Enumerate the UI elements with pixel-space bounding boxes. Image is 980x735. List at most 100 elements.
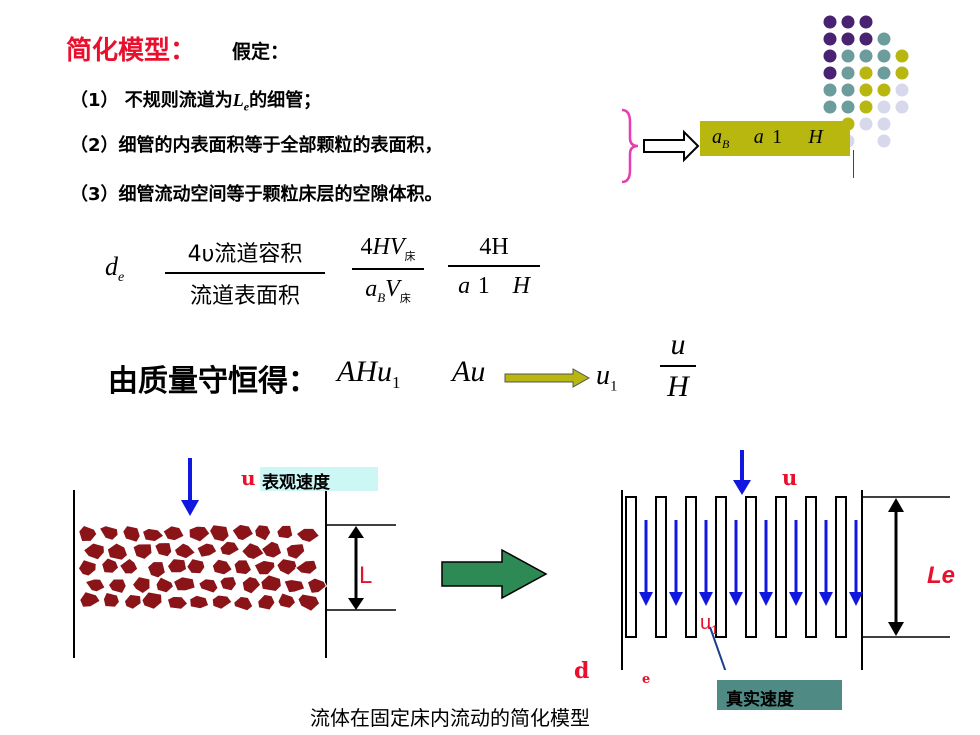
fraction-3: 4H a 1 H [448,232,540,300]
brace-arrow [621,108,700,184]
particle [155,576,175,594]
flow-arrowhead [759,592,773,606]
real-velocity-u1-label: u1 [700,612,718,637]
real-velocity-tag-bg [717,680,842,710]
particle [285,543,306,560]
decor-dot [877,134,891,148]
decor-dot [841,15,855,29]
decor-dot [841,83,855,97]
particle [219,540,241,557]
particle [154,541,173,558]
particle [211,558,233,576]
particle [118,557,139,575]
decor-dot [823,49,837,63]
particle [231,523,255,542]
particle [241,542,265,561]
capillary-wall [625,496,637,638]
fraction-u-numerator: u [670,328,686,361]
particle [106,542,129,561]
particle [253,559,276,576]
decor-dot [859,66,873,80]
decor-dot [841,100,855,114]
assume-label: 假定： [232,41,290,63]
highlight-aB-sub: B [722,137,730,151]
fraction-2-denominator: aBV床 [365,275,411,305]
real-velocity-label: 真实速度 [726,690,794,710]
bed-height-arrowhead-up [348,526,364,538]
decor-dot [877,117,891,131]
particle [219,575,238,592]
particle [122,525,141,543]
particle [241,575,262,595]
decor-dot [823,66,837,80]
diameter-e-label: e [642,672,651,687]
assumption-3: （3）细管流动空间等于颗粒床层的空隙体积。 [70,184,443,205]
highlight-aB: a [712,126,722,148]
curly-brace [621,108,639,184]
assumption-1-prefix: （1） 不规则流道为 [70,90,233,111]
assumption-1-var: L [232,90,244,110]
superficial-velocity-tag-bg [260,467,378,491]
length-arrowhead-up [888,498,904,512]
capillary-wall [805,496,817,638]
fraction-1-numerator: 4υ流道容积 [187,242,303,267]
highlight-divider [853,150,854,178]
particle [189,594,210,610]
real-velocity-pointer [709,626,727,670]
right-arrow-icon [643,129,700,163]
diameter-d-label: d [574,658,590,684]
particle [107,578,127,595]
decor-dot [895,66,909,80]
particle [283,578,306,594]
particle [198,578,219,594]
bed-height-arrowhead-down [348,598,364,610]
particle [172,576,196,592]
capillary-wall [715,496,727,638]
packed-bed-diagram [73,458,396,658]
particle [131,576,151,595]
capillary-wall [775,496,787,638]
particle [77,559,97,577]
particle [297,593,321,612]
decor-dot [877,100,891,114]
flow-arrowhead [639,592,653,606]
decor-dot [877,49,891,63]
formula-de-lhs: d [105,252,118,281]
flow-arrowhead [819,592,833,606]
dot-grid-decoration [823,15,909,148]
particle [82,542,105,561]
capillary-wall [655,496,667,638]
particle [294,559,318,575]
particle [276,524,294,540]
fraction-3-bar [448,265,540,267]
assumption-1-sub: e [243,99,250,114]
decor-dot [859,117,873,131]
decor-dot [877,83,891,97]
transform-arrow-icon [441,548,548,600]
fraction-1-bar [165,272,325,274]
decor-dot [841,32,855,46]
particle [188,525,211,543]
fraction-2: 4HV床 aBV床 [352,232,424,306]
assumption-1: （1） 不规则流道为Le的细管； [70,86,321,115]
decor-dot [841,66,855,80]
decor-dot [895,100,909,114]
flow-arrowhead [789,592,803,606]
inlet-u-label: u [782,465,798,490]
mass-conservation-u1: u1 [596,360,618,395]
particle [141,527,165,543]
figure-caption: 流体在固定床内流动的简化模型 [310,706,590,730]
decor-dot [859,49,873,63]
length-arrowhead-down [888,622,904,636]
particle [132,543,153,561]
decor-dot [859,100,873,114]
particle [166,595,189,610]
particle [233,595,254,612]
formula-de: de [105,252,124,286]
olive-arrow-icon [504,368,591,388]
highlight-a: a [753,126,764,148]
particle [79,591,101,608]
fraction-u-denominator: H [667,370,689,403]
particle [260,574,282,593]
particle [146,561,166,579]
